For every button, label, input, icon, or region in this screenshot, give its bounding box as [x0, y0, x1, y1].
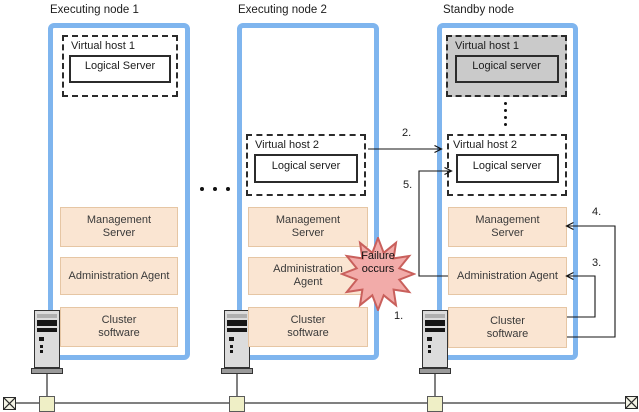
- component-label: software: [287, 327, 329, 339]
- step-label-1: 1.: [394, 310, 404, 322]
- horizontal-ellipsis-icon: [200, 187, 230, 191]
- component-label: Cluster: [101, 314, 137, 326]
- standby-management-server: Management Server: [448, 207, 567, 247]
- vertical-ellipsis-icon: [504, 102, 507, 126]
- node2-management-server: Management Server: [248, 207, 368, 247]
- step-label-5: 5.: [403, 179, 413, 191]
- node1-management-server: Management Server: [60, 207, 178, 247]
- component-label: Server: [291, 227, 325, 239]
- network-line: [9, 402, 632, 404]
- virtual-host-label: Virtual host 1: [455, 40, 520, 52]
- node1-title: Executing node 1: [50, 4, 139, 16]
- failure-burst-icon: [340, 237, 416, 311]
- component-label: Management: [475, 214, 540, 226]
- node2-cluster-software: Cluster software: [248, 307, 368, 347]
- node1-cluster-software: Cluster software: [60, 307, 178, 347]
- virtual-host-label: Virtual host 2: [255, 139, 320, 151]
- component-label: Administration Agent: [68, 269, 170, 282]
- network-connector-icon: [427, 396, 443, 412]
- network-stem-standby: [434, 374, 436, 398]
- standby-administration-agent: Administration Agent: [448, 257, 567, 295]
- standby-logical-server-2: Logical server: [455, 154, 559, 183]
- component-label: Management: [86, 214, 152, 226]
- component-label: software: [98, 327, 140, 339]
- node2-administration-agent: Administration Agent: [248, 257, 368, 295]
- network-terminator-icon: [3, 397, 16, 410]
- component-label: Cluster: [290, 314, 326, 326]
- server-tower-icon: [31, 308, 63, 374]
- standby-logical-server-1: Logical server: [454, 55, 559, 83]
- node2-virtual-host-2: Virtual host 2 Logical server: [246, 134, 366, 196]
- component-label: Agent: [293, 276, 323, 288]
- virtual-host-label: Virtual host 1: [71, 40, 136, 52]
- component-label: Cluster: [490, 314, 525, 327]
- node2-title: Executing node 2: [238, 4, 327, 16]
- component-label: Management: [275, 214, 341, 226]
- network-connector-icon: [39, 396, 55, 412]
- network-connector-icon: [229, 396, 245, 412]
- standby-virtual-host-2: Virtual host 2 Logical server: [447, 134, 567, 196]
- step-label-4: 4.: [592, 206, 602, 218]
- network-stem-node1: [46, 374, 48, 398]
- network-terminator-icon: [625, 396, 638, 409]
- node1-virtual-host-1: Virtual host 1 Logical Server: [62, 35, 178, 97]
- node1-administration-agent: Administration Agent: [60, 257, 178, 295]
- virtual-host-label: Virtual host 2: [453, 139, 518, 151]
- step-label-2: 2.: [402, 127, 412, 139]
- failure-label: Failure occurs: [348, 250, 408, 276]
- node1-frame: [48, 23, 190, 360]
- component-label: software: [486, 327, 529, 340]
- component-label: Administration Agent: [457, 269, 558, 282]
- standby-node-title: Standby node: [443, 4, 514, 16]
- failure-line1: Failure: [361, 250, 395, 262]
- server-tower-icon: [221, 308, 253, 374]
- failure-line2: occurs: [361, 263, 395, 275]
- component-label: Server: [102, 227, 136, 239]
- step-label-3: 3.: [592, 257, 602, 269]
- network-stem-node2: [236, 374, 238, 398]
- node2-frame: [237, 23, 379, 360]
- node2-logical-server: Logical server: [254, 154, 358, 183]
- standby-cluster-software: Cluster software: [448, 307, 567, 348]
- component-label: Server: [491, 227, 524, 239]
- server-tower-icon: [419, 308, 451, 374]
- node1-logical-server: Logical Server: [69, 55, 171, 83]
- component-label: Administration: [273, 263, 343, 275]
- standby-virtual-host-1: Virtual host 1 Logical server: [446, 35, 567, 97]
